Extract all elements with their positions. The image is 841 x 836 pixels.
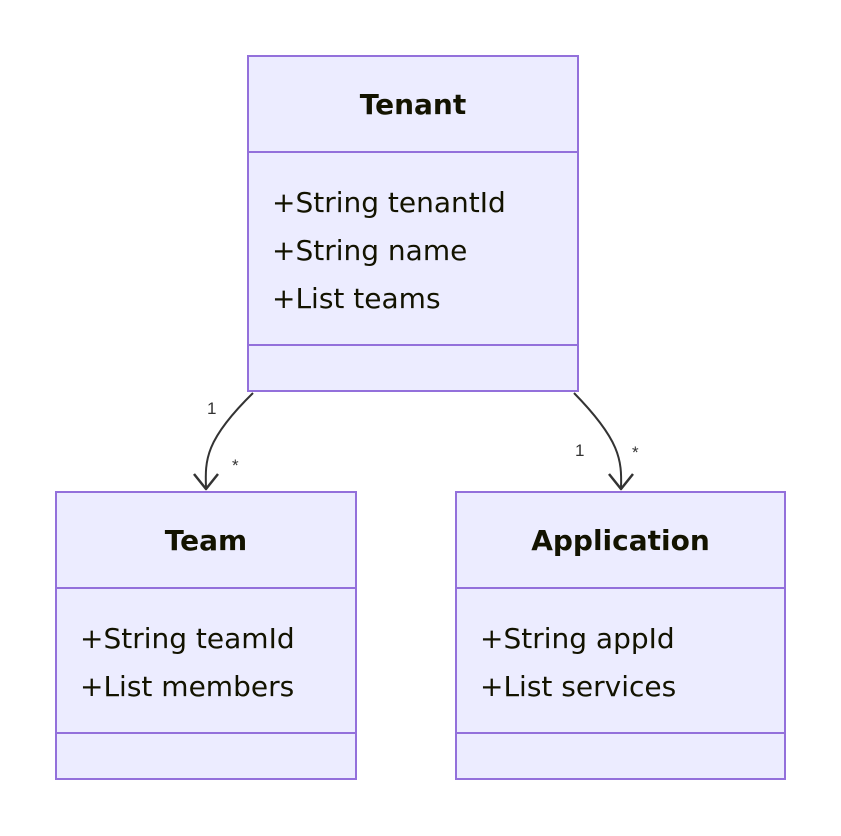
multiplicity-tenant-team-source: 1 <box>207 399 217 418</box>
class-application[interactable]: Application +String appId +List services <box>455 491 786 780</box>
attribute: +String appId <box>480 622 675 655</box>
multiplicity-tenant-application-target: * <box>632 443 639 462</box>
attribute: +List members <box>80 670 295 703</box>
class-team-name: Team <box>57 493 355 589</box>
class-team[interactable]: Team +String teamId +List members <box>55 491 357 780</box>
class-tenant-name: Tenant <box>249 57 577 153</box>
class-application-name: Application <box>457 493 784 589</box>
class-application-attributes: +String appId +List services <box>457 589 784 734</box>
class-team-attributes: +String teamId +List members <box>57 589 355 734</box>
multiplicity-tenant-application-source: 1 <box>575 441 585 460</box>
arrowhead-team <box>193 473 219 491</box>
class-tenant-attributes: +String tenantId +String name +List team… <box>249 153 577 346</box>
class-tenant[interactable]: Tenant +String tenantId +String name +Li… <box>247 55 579 392</box>
attribute: +List services <box>480 670 677 703</box>
class-tenant-methods <box>249 346 577 392</box>
class-application-methods <box>457 734 784 780</box>
class-team-methods <box>57 734 355 780</box>
edge-tenant-team <box>204 392 254 489</box>
edge-tenant-application <box>573 392 623 489</box>
attribute: +String name <box>272 234 468 267</box>
multiplicity-tenant-team-target: * <box>232 456 239 475</box>
arrowhead-application <box>608 473 634 491</box>
attribute: +List teams <box>272 282 441 315</box>
attribute: +String tenantId <box>272 186 506 219</box>
attribute: +String teamId <box>80 622 295 655</box>
